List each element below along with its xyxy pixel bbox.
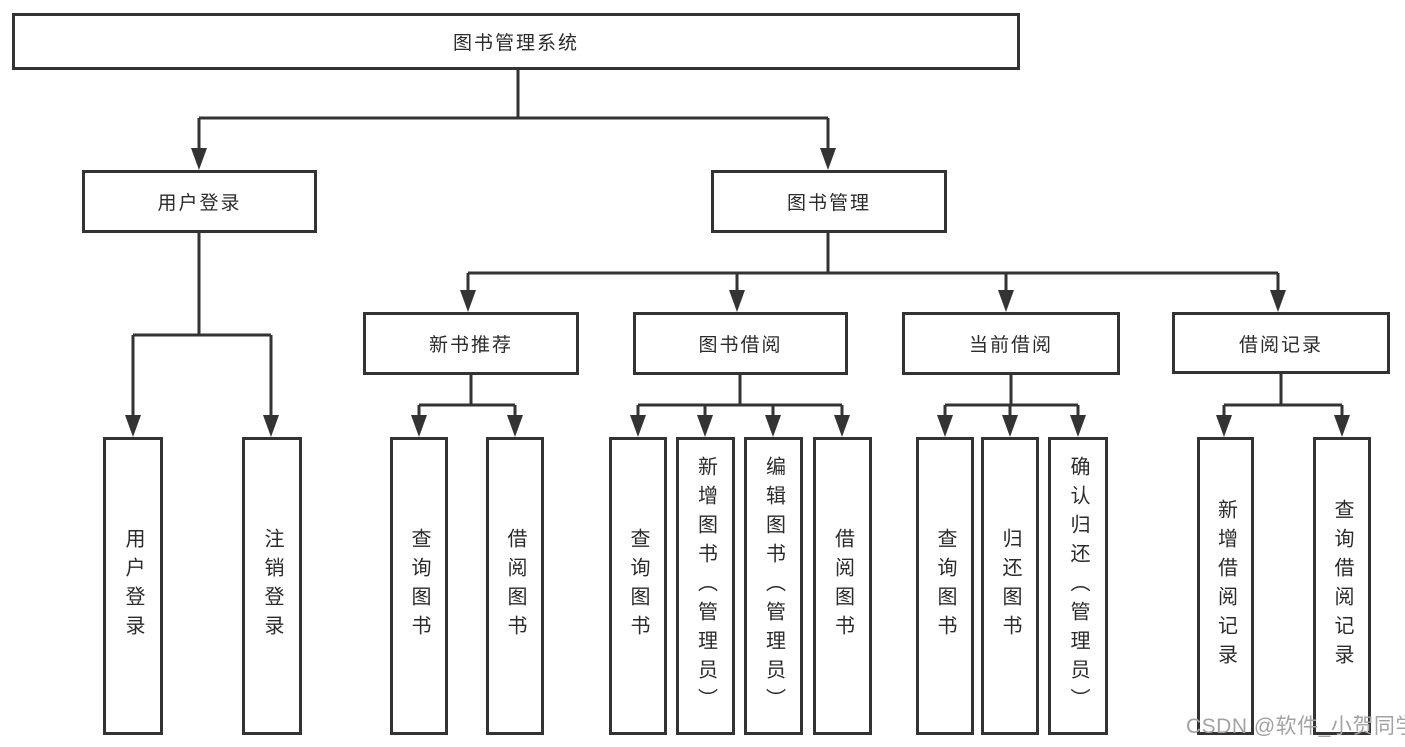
node-book-borrow: 图书借阅 bbox=[633, 312, 848, 375]
leaf-query-borrow-record: 查询借阅记录 bbox=[1313, 437, 1371, 735]
csdn-watermark: CSDN @软件_小贺同学 bbox=[1186, 715, 1405, 738]
leaf-borrow-books-recommend: 借阅图书 bbox=[486, 437, 544, 735]
leaf-query-books-current: 查询图书 bbox=[916, 437, 974, 735]
node-book-management: 图书管理 bbox=[711, 170, 947, 233]
leaf-borrow-books: 借阅图书 bbox=[813, 437, 872, 735]
node-library-management-system: 图书管理系统 bbox=[12, 13, 1020, 70]
leaf-user-login: 用户登录 bbox=[103, 437, 163, 735]
leaf-add-borrow-record: 新增借阅记录 bbox=[1197, 437, 1254, 735]
leaf-edit-books-admin: 编辑图书（管理员） bbox=[744, 437, 803, 735]
leaf-return-books: 归还图书 bbox=[981, 437, 1039, 735]
node-borrow-records: 借阅记录 bbox=[1172, 312, 1390, 374]
leaf-query-books-borrow: 查询图书 bbox=[609, 437, 667, 735]
node-user-login: 用户登录 bbox=[82, 170, 317, 233]
node-new-book-recommend: 新书推荐 bbox=[363, 312, 579, 375]
leaf-logout: 注销登录 bbox=[242, 437, 302, 735]
node-current-borrow: 当前借阅 bbox=[902, 312, 1120, 375]
leaf-confirm-return-admin: 确认归还（管理员） bbox=[1048, 437, 1108, 735]
leaf-query-books-recommend: 查询图书 bbox=[390, 437, 448, 735]
leaf-add-books-admin: 新增图书（管理员） bbox=[676, 437, 735, 735]
